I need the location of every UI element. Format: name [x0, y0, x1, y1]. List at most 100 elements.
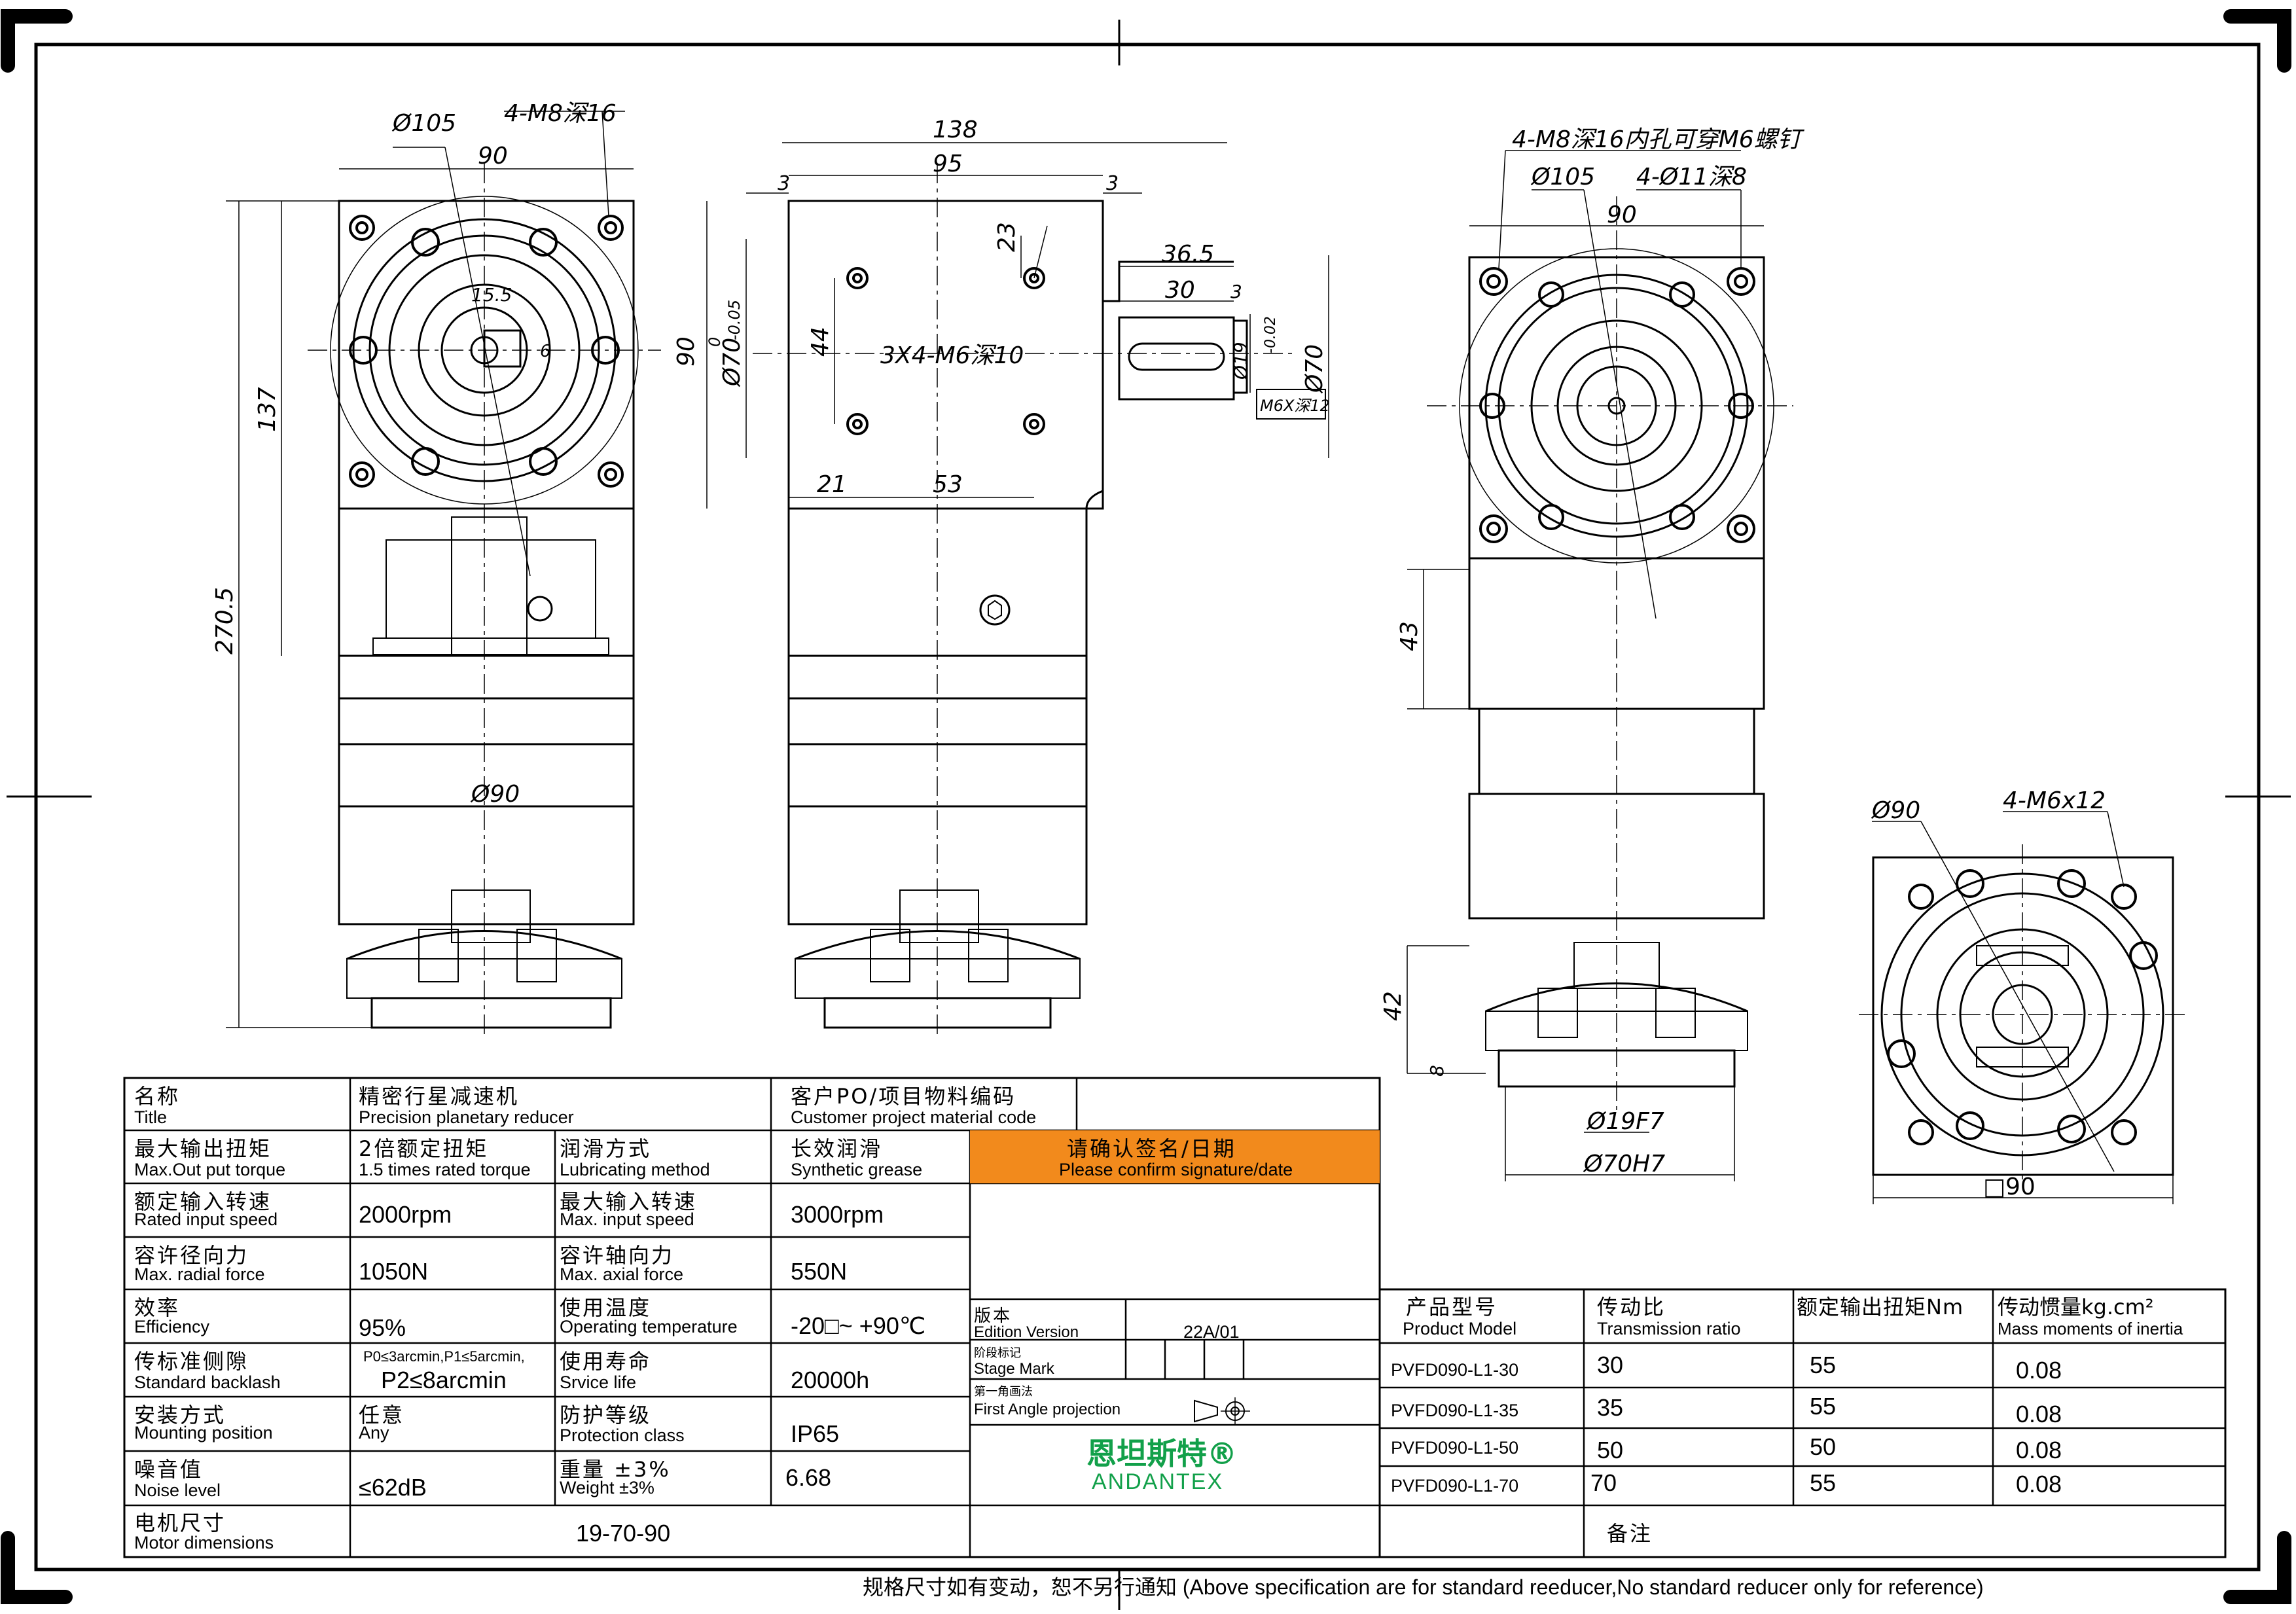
edition-cn: 版本 — [974, 1306, 1013, 1326]
front-d90: Ø90 — [470, 781, 520, 808]
model-4: PVFD090-L1-70 — [1391, 1476, 1519, 1496]
right-v42: 42 — [1380, 991, 1407, 1021]
stage-en: Stage Mark — [974, 1360, 1054, 1378]
side-g3a: 3 — [778, 172, 790, 195]
inertia-1: 0.08 — [2016, 1357, 2062, 1384]
front-s15: 15.5 — [471, 284, 512, 306]
axial-label-en: Max. axial force — [560, 1264, 684, 1284]
lube-label-en: Lubricating method — [560, 1160, 710, 1179]
title-label-cn: 名称 — [134, 1084, 181, 1109]
front-holes: 4-M8深16 — [504, 100, 617, 127]
front-view — [226, 111, 708, 1034]
prot-value: IP65 — [791, 1420, 840, 1447]
torque-label-en: Max.Out put torque — [134, 1160, 286, 1179]
side-v53: 53 — [933, 471, 963, 498]
prot-label-en: Protection class — [560, 1426, 685, 1445]
side-tol: -0.05 — [725, 300, 744, 340]
life-label-cn: 使用寿命 — [560, 1349, 652, 1374]
ratio-header-cn: 传动比 — [1597, 1295, 1666, 1319]
front-h137: 137 — [254, 387, 281, 432]
rated-speed-label-en: Rated input speed — [134, 1210, 278, 1229]
right-view — [1407, 150, 1793, 1181]
right-v43: 43 — [1396, 621, 1423, 651]
confirm-en: Please confirm signature/date — [1059, 1160, 1293, 1179]
flange-d90: Ø90 — [1871, 797, 1920, 824]
model-header-en: Product Model — [1403, 1319, 1517, 1338]
weight-label-en: Weight ±3% — [560, 1478, 655, 1497]
max-speed-value: 3000rpm — [791, 1201, 884, 1228]
inertia-3: 0.08 — [2016, 1437, 2062, 1463]
inertia-2: 0.08 — [2016, 1401, 2062, 1427]
eff-value: 95% — [359, 1314, 406, 1341]
product-name-cn: 精密行星减速机 — [359, 1084, 520, 1109]
right-w90: 90 — [1607, 202, 1637, 228]
front-h90: 90 — [673, 336, 700, 367]
side-w95: 95 — [933, 151, 963, 177]
torque-header-cn: 额定输出扭矩Nm — [1797, 1295, 1964, 1319]
side-v23: 23 — [994, 222, 1020, 252]
temp-label-cn: 使用温度 — [560, 1295, 652, 1320]
axial-value: 550N — [791, 1258, 848, 1285]
brand-cn: 恩坦斯特® — [1086, 1436, 1237, 1471]
side-d70b: Ø70 — [1301, 344, 1328, 394]
torque-value-cn: 2倍额定扭矩 — [359, 1136, 489, 1161]
right-d70h7: Ø70H7 — [1583, 1151, 1665, 1177]
brand-en: ANDANTEX — [1092, 1469, 1224, 1494]
front-s6: 6 — [540, 342, 551, 361]
side-tap: 3X4-M6深10 — [880, 342, 1024, 369]
lube-value-cn: 长效润滑 — [791, 1136, 883, 1161]
ratio-1: 30 — [1597, 1352, 1624, 1378]
flange-view — [1859, 811, 2186, 1204]
side-m6: M6X深12 — [1260, 397, 1330, 415]
prot-label-cn: 防护等级 — [560, 1403, 652, 1427]
radial-label-cn: 容许径向力 — [134, 1243, 249, 1268]
po-label-cn: 客户PO/项目物料编码 — [791, 1084, 1016, 1109]
radial-value: 1050N — [359, 1258, 429, 1285]
flange-sq90: □90 — [1983, 1174, 2036, 1200]
max-speed-label-en: Max. input speed — [560, 1210, 694, 1229]
weight-label-cn: 重量 ±3% — [560, 1457, 671, 1482]
side-v21: 21 — [817, 471, 847, 498]
motor-value: 19-70-90 — [576, 1520, 671, 1547]
backlash-label-cn: 传标准侧隙 — [134, 1349, 249, 1374]
side-v44: 44 — [807, 327, 834, 357]
product-name-en: Precision planetary reducer — [359, 1107, 574, 1127]
mount-value-en: Any — [359, 1423, 389, 1443]
right-holes: 4-M8深16内孔可穿M6螺钉 — [1512, 126, 1805, 153]
front-w90: 90 — [478, 143, 508, 170]
noise-label-cn: 噪音值 — [134, 1457, 204, 1482]
eff-label-en: Efficiency — [134, 1317, 210, 1336]
title-label-en: Title — [134, 1107, 168, 1127]
weight-value: 6.68 — [785, 1464, 832, 1491]
inertia-header-cn: 传动惯量kg.cm² — [1998, 1295, 2154, 1319]
side-view — [745, 142, 1329, 1034]
eff-label-cn: 效率 — [134, 1295, 181, 1320]
mount-label-en: Mounting position — [134, 1423, 273, 1443]
rated-speed-label-cn: 额定输入转速 — [134, 1189, 272, 1214]
radial-label-en: Max. radial force — [134, 1264, 265, 1284]
edition-en: Edition Version — [974, 1323, 1079, 1341]
backlash-label-en: Standard backlash — [134, 1372, 281, 1392]
lube-label-cn: 润滑方式 — [560, 1136, 652, 1161]
right-h11: 4-Ø11深8 — [1636, 164, 1747, 190]
confirm-cn: 请确认签名/日期 — [1067, 1136, 1236, 1161]
motor-label-en: Motor dimensions — [134, 1533, 274, 1552]
right-d105: Ø105 — [1530, 164, 1595, 190]
right-v8: 8 — [1426, 1065, 1448, 1077]
side-s3: 3 — [1230, 281, 1242, 302]
motor-label-cn: 电机尺寸 — [134, 1511, 226, 1535]
po-label-en: Customer project material code — [791, 1107, 1037, 1127]
max-speed-label-cn: 最大输入转速 — [560, 1189, 698, 1214]
front-d105: Ø105 — [391, 110, 456, 137]
confirm-banner — [970, 1130, 1380, 1183]
rated-speed-value: 2000rpm — [359, 1201, 452, 1228]
side-g3b: 3 — [1106, 172, 1119, 195]
projection-cn: 第一角画法 — [974, 1385, 1033, 1398]
side-d70: Ø70 — [719, 338, 745, 387]
temp-value: -20□~ +90℃ — [791, 1312, 926, 1339]
ratio-header-en: Transmission ratio — [1597, 1319, 1741, 1338]
side-w138: 138 — [933, 117, 978, 143]
life-label-en: Srvice life — [560, 1372, 637, 1392]
model-3: PVFD090-L1-50 — [1391, 1438, 1519, 1458]
spec-table-grid — [123, 1077, 2227, 1558]
